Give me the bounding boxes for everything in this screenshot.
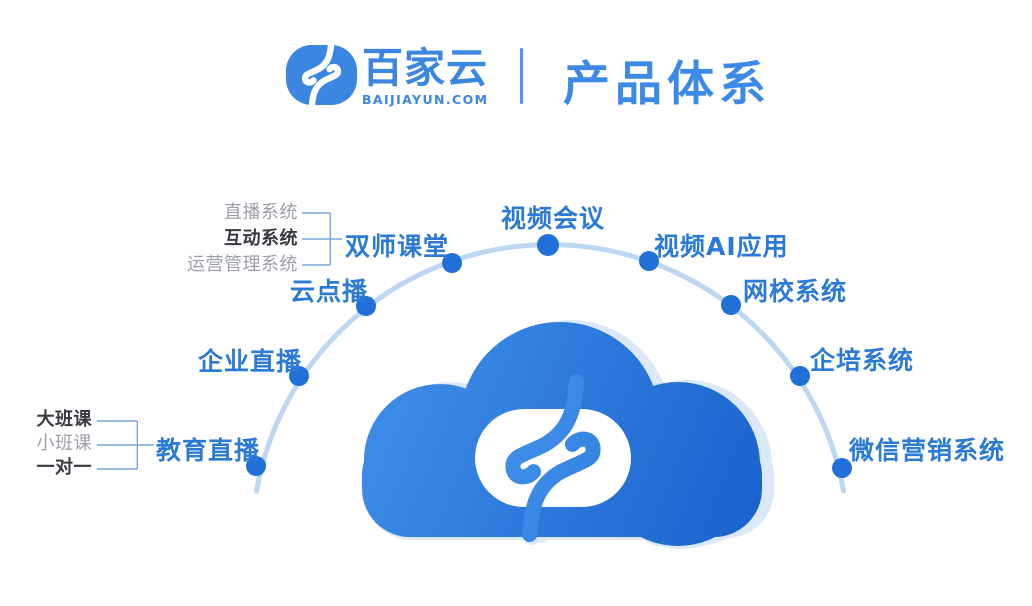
brand-domain: BAIJIAYUN.COM [362, 92, 489, 107]
product-label-online-school: 网校系统 [743, 277, 848, 306]
sublabel-live-system: 直播系统 [224, 202, 298, 223]
product-label-video-conference: 视频会议 [501, 204, 606, 233]
product-label-education-live: 教育直播 [156, 436, 261, 465]
product-label-enterprise-training: 企培系统 [810, 346, 915, 375]
education-live-sublabel-group: 大班课 小班课 一对一 [37, 408, 93, 480]
product-label-video-ai: 视频AI应用 [654, 232, 789, 261]
dual-teacher-sublabel-group: 直播系统 互动系统 运营管理系统 [187, 200, 298, 278]
sublabel-interactive-system: 互动系统 [224, 228, 298, 249]
education-live-connector-lines [97, 420, 154, 470]
baijiayun-logo-icon [286, 45, 357, 105]
product-label-wechat-marketing: 微信营销系统 [849, 436, 1006, 465]
product-label-dual-teacher-class: 双师课堂 [345, 232, 450, 261]
page-title: 产品体系 [563, 57, 771, 112]
arc-dot [537, 234, 559, 256]
dual-teacher-connector-lines [302, 212, 342, 266]
sublabel-operation-management-system: 运营管理系统 [187, 254, 298, 275]
product-label-enterprise-live: 企业直播 [198, 347, 303, 376]
sublabel-one-on-one: 一对一 [36, 457, 92, 478]
brand-name: 百家云 [362, 44, 488, 92]
sublabel-small-class: 小班课 [36, 433, 92, 454]
sublabel-large-class: 大班课 [36, 409, 92, 430]
product-label-cloud-vod: 云点播 [290, 277, 369, 306]
header-divider [520, 48, 523, 104]
cloud-graphic [362, 322, 762, 546]
arc-dot [790, 366, 810, 386]
brand-block: 百家云 BAIJIAYUN.COM [362, 46, 488, 107]
